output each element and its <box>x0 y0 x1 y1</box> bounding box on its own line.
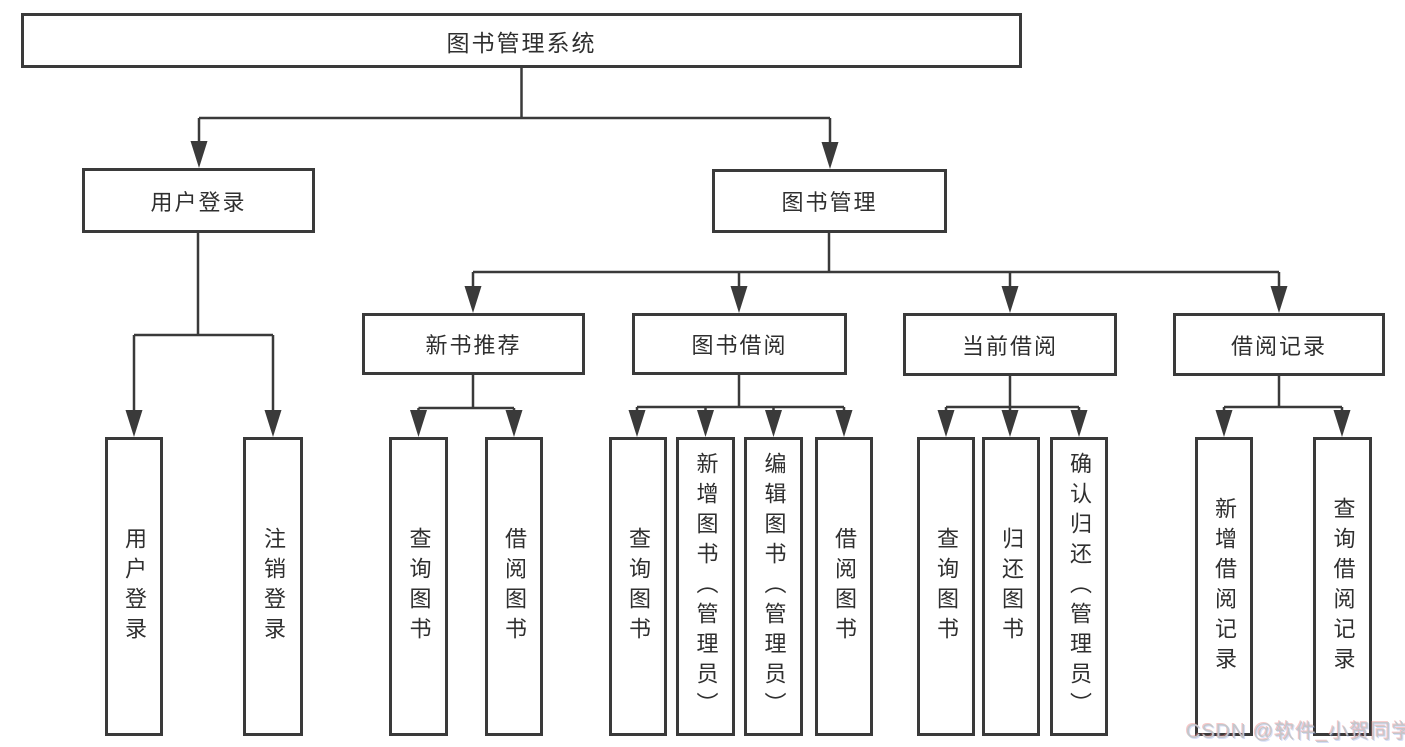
leaf-edit-books-admin: 编辑图书（管理员） <box>744 437 803 736</box>
node-root-system: 图书管理系统 <box>21 13 1022 68</box>
leaf-borrow-books-recommend: 借阅图书 <box>485 437 543 736</box>
node-user-login: 用户登录 <box>82 168 315 233</box>
leaf-query-borrow-record: 查询借阅记录 <box>1313 437 1372 736</box>
node-current-borrow: 当前借阅 <box>903 313 1117 376</box>
node-book-management: 图书管理 <box>712 169 947 233</box>
csdn-watermark: CSDN @软件_小贺同学 <box>1186 721 1405 743</box>
node-new-book-recommend: 新书推荐 <box>362 313 585 375</box>
node-borrow-records: 借阅记录 <box>1173 313 1385 376</box>
leaf-confirm-return-admin: 确认归还（管理员） <box>1050 437 1108 736</box>
arrowheads <box>125 141 1351 437</box>
leaf-user-login: 用户登录 <box>105 437 163 736</box>
leaf-query-books-borrow: 查询图书 <box>609 437 667 736</box>
leaf-query-books-current: 查询图书 <box>917 437 975 736</box>
node-book-borrow: 图书借阅 <box>632 313 847 375</box>
leaf-return-books: 归还图书 <box>982 437 1040 736</box>
leaf-add-books-admin: 新增图书（管理员） <box>676 437 735 736</box>
leaf-logout: 注销登录 <box>243 437 303 736</box>
leaf-borrow-books: 借阅图书 <box>815 437 873 736</box>
leaf-add-borrow-record: 新增借阅记录 <box>1195 437 1253 736</box>
leaf-query-books-recommend: 查询图书 <box>389 437 448 736</box>
